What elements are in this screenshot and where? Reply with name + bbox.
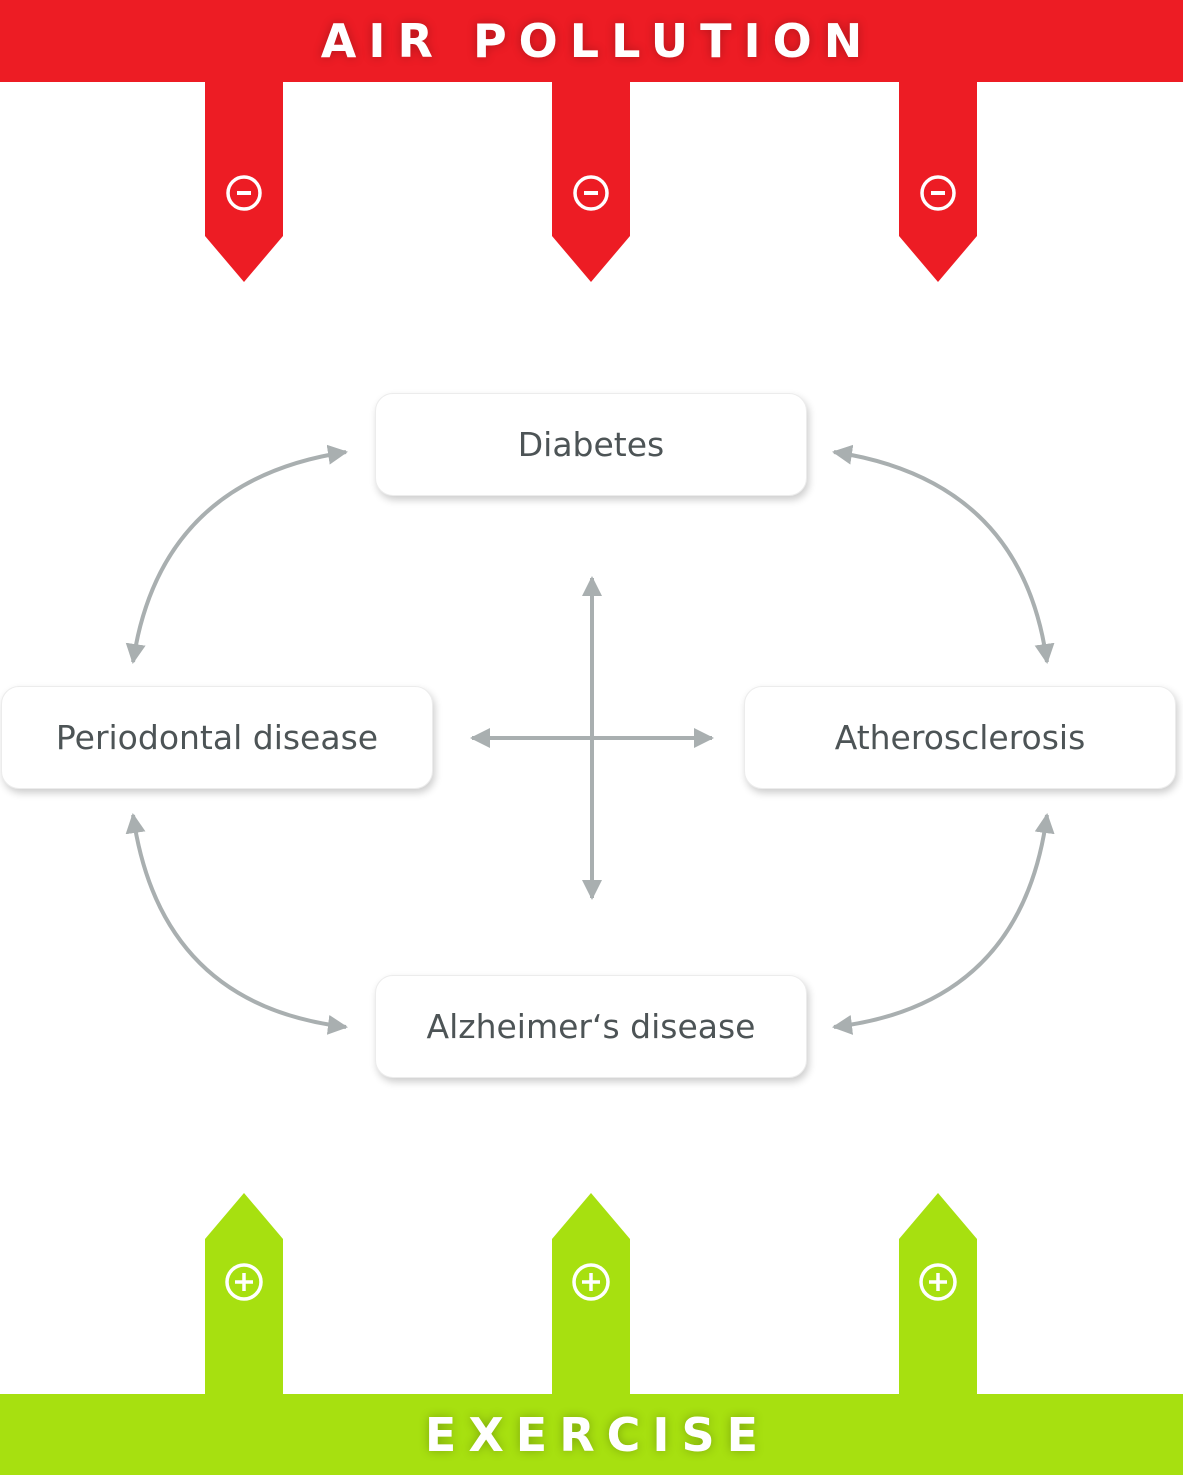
- minus-circle-icon: [920, 175, 956, 211]
- minus-circle-icon: [573, 175, 609, 211]
- exercise-banner: EXERCISE: [0, 1394, 1183, 1475]
- arrow-diabetes-periodontal: [125, 444, 348, 664]
- atherosclerosis-node: Atherosclerosis: [744, 686, 1176, 789]
- atherosclerosis-label: Atherosclerosis: [834, 718, 1086, 757]
- positive-effect-arrow-2: [552, 1193, 630, 1397]
- diabetes-label: Diabetes: [517, 425, 665, 464]
- positive-effect-arrow-3: [899, 1193, 977, 1397]
- negative-effect-arrow-3: [899, 80, 977, 284]
- arrow-atherosclerosis-alzheimers: [832, 813, 1055, 1035]
- plus-circle-icon: [572, 1263, 610, 1301]
- periodontal-disease-label: Periodontal disease: [55, 718, 379, 757]
- diabetes-node: Diabetes: [375, 393, 807, 496]
- minus-circle-icon: [226, 175, 262, 211]
- exercise-label: EXERCISE: [424, 1407, 771, 1462]
- positive-effect-arrow-1: [205, 1193, 283, 1397]
- alzheimers-disease-label: Alzheimer‘s disease: [426, 1007, 756, 1046]
- periodontal-disease-node: Periodontal disease: [1, 686, 433, 789]
- arrow-periodontal-alzheimers: [125, 813, 348, 1035]
- arrow-diabetes-atherosclerosis: [832, 444, 1055, 664]
- negative-effect-arrow-1: [205, 80, 283, 284]
- plus-circle-icon: [225, 1263, 263, 1301]
- negative-effect-arrow-2: [552, 80, 630, 284]
- air-pollution-label: AIR POLLUTION: [320, 14, 875, 68]
- plus-circle-icon: [919, 1263, 957, 1301]
- air-pollution-banner: AIR POLLUTION: [0, 0, 1183, 82]
- alzheimers-disease-node: Alzheimer‘s disease: [375, 975, 807, 1078]
